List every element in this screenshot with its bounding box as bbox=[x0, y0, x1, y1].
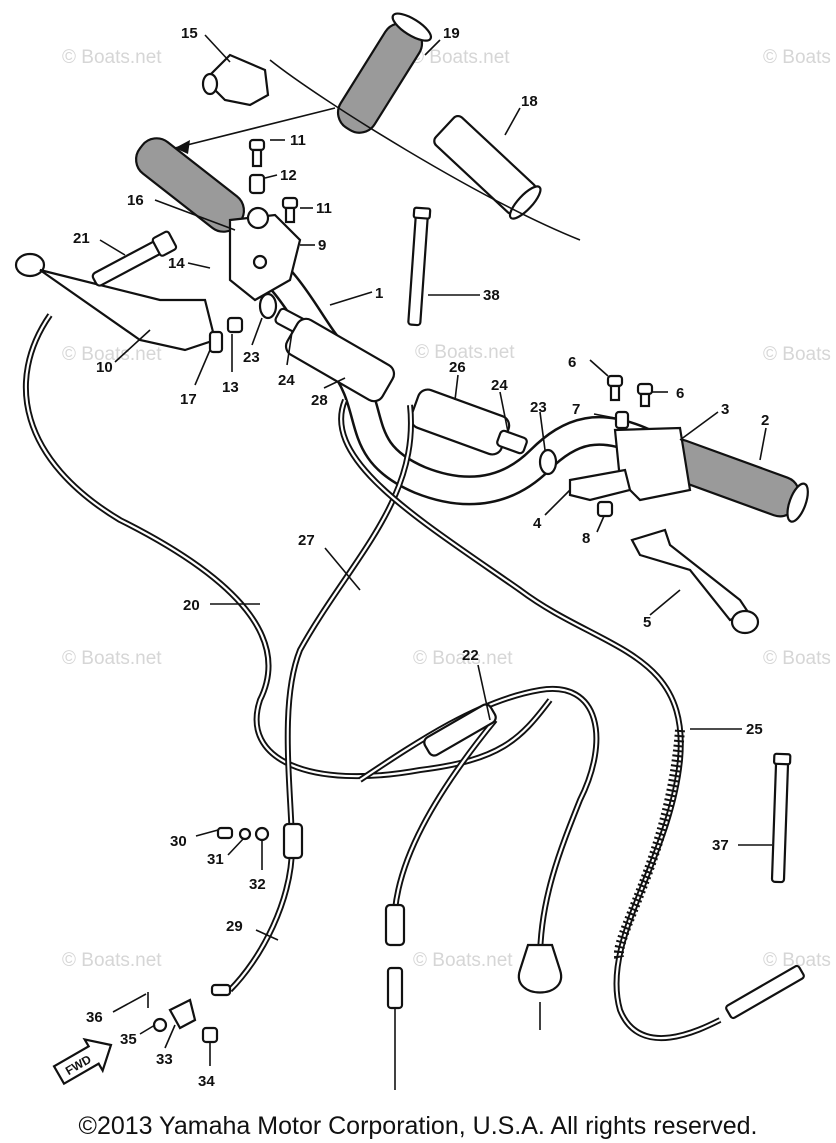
callout: 7 bbox=[572, 401, 580, 418]
callout: 16 bbox=[127, 192, 144, 209]
callout: 6 bbox=[676, 385, 684, 402]
left-housing-9 bbox=[228, 206, 302, 302]
fitting-33-36 bbox=[147, 983, 232, 1044]
screw-11a bbox=[248, 138, 266, 168]
callout: 30 bbox=[170, 833, 187, 850]
callout: 31 bbox=[207, 851, 224, 868]
callout: 27 bbox=[298, 532, 315, 549]
callout: 17 bbox=[180, 391, 197, 408]
pad-26 bbox=[409, 388, 511, 456]
callout: 11 bbox=[290, 132, 306, 149]
washer-23b bbox=[538, 448, 558, 476]
callout: 22 bbox=[462, 647, 479, 664]
watermark: © Boats bbox=[763, 648, 831, 669]
callout: 20 bbox=[183, 597, 200, 614]
grip-19 bbox=[336, 12, 433, 134]
callout: 13 bbox=[222, 379, 239, 396]
callout: 12 bbox=[280, 167, 297, 184]
callout: 10 bbox=[96, 359, 113, 376]
watermarks: © Boats.net © Boats.net © Boats © Boats.… bbox=[62, 47, 831, 971]
callout: 18 bbox=[521, 93, 538, 110]
callouts: 15 19 18 11 12 11 16 21 9 14 1 38 10 17 … bbox=[73, 25, 769, 1090]
callout: 26 bbox=[449, 359, 466, 376]
watermark: © Boats.net bbox=[62, 648, 162, 669]
callout: 29 bbox=[226, 918, 243, 935]
watermark: © Boats.net bbox=[415, 342, 515, 363]
watermark: © Boats bbox=[763, 47, 831, 68]
callout: 28 bbox=[311, 392, 328, 409]
callout: 37 bbox=[712, 837, 729, 854]
adjuster-21 bbox=[91, 230, 178, 287]
callout: 6 bbox=[568, 354, 576, 371]
leader-lines bbox=[99, 34, 772, 1066]
callout: 2 bbox=[761, 412, 769, 429]
cable-25 bbox=[338, 398, 722, 1042]
weight-24b bbox=[496, 429, 528, 455]
screw-17 bbox=[208, 330, 224, 354]
callout: 19 bbox=[443, 25, 460, 42]
strap-38 bbox=[407, 206, 432, 327]
callout: 21 bbox=[73, 230, 90, 247]
callout: 24 bbox=[491, 377, 508, 394]
callout: 34 bbox=[198, 1073, 215, 1090]
collar-7 bbox=[614, 410, 630, 430]
rubber-boot bbox=[517, 943, 563, 1030]
callout: 15 bbox=[181, 25, 198, 42]
watermark: © Boats bbox=[763, 950, 831, 971]
callout: 38 bbox=[483, 287, 500, 304]
cable-27 bbox=[227, 404, 414, 993]
callout: 33 bbox=[156, 1051, 173, 1068]
callout: 3 bbox=[721, 401, 729, 418]
callout: 8 bbox=[582, 530, 590, 547]
watermark: © Boats.net bbox=[62, 344, 162, 365]
cable-20 bbox=[22, 313, 553, 780]
callout: 23 bbox=[243, 349, 260, 366]
pad-28 bbox=[284, 317, 396, 403]
nut-8 bbox=[596, 500, 614, 518]
collar-12 bbox=[248, 173, 266, 195]
bracket-4 bbox=[568, 468, 632, 502]
callout: 4 bbox=[533, 515, 542, 532]
nut-13 bbox=[226, 316, 244, 334]
callout: 1 bbox=[375, 285, 383, 302]
parts-diagram: © Boats.net © Boats.net © Boats © Boats.… bbox=[14, 12, 831, 1090]
sleeve-18 bbox=[433, 114, 542, 220]
watermark: © Boats bbox=[763, 344, 831, 365]
brake-adjuster bbox=[725, 964, 805, 1020]
brake-lever-5 bbox=[630, 528, 760, 635]
screw-6b bbox=[636, 382, 654, 408]
fwd-arrow-icon: FWD bbox=[52, 1037, 113, 1086]
callout: 25 bbox=[746, 721, 763, 738]
screw-6a bbox=[606, 374, 624, 402]
callout: 9 bbox=[318, 237, 326, 254]
watermark: © Boats.net bbox=[410, 47, 510, 68]
callout: 24 bbox=[278, 372, 295, 389]
callout: 11 bbox=[316, 200, 332, 217]
junction-22 bbox=[423, 703, 497, 757]
washer-23a bbox=[258, 292, 278, 320]
watermark: © Boats.net bbox=[62, 950, 162, 971]
callout: 36 bbox=[86, 1009, 103, 1026]
callout: 14 bbox=[168, 255, 185, 272]
strap-37 bbox=[770, 752, 792, 884]
copyright-notice: ©2013 Yamaha Motor Corporation, U.S.A. A… bbox=[78, 1112, 758, 1140]
watermark: © Boats.net bbox=[62, 47, 162, 68]
watermark: © Boats.net bbox=[413, 950, 513, 971]
callout: 32 bbox=[249, 876, 266, 893]
callout: 23 bbox=[530, 399, 547, 416]
assembly-line bbox=[269, 59, 581, 241]
spring-end bbox=[384, 903, 406, 1090]
switch-cover-15 bbox=[201, 53, 270, 107]
screw-11b bbox=[281, 196, 299, 224]
fitting-30-32 bbox=[216, 822, 304, 860]
callout: 35 bbox=[120, 1031, 137, 1048]
callout: 5 bbox=[643, 614, 651, 631]
watermark: © Boats.net bbox=[413, 648, 513, 669]
assembly-arrow bbox=[174, 107, 336, 149]
